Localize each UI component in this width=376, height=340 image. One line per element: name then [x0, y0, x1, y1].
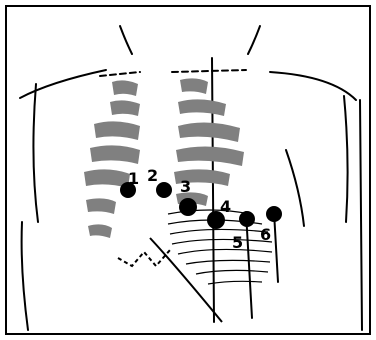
label-v5: 5	[232, 233, 243, 252]
rib-left-1	[112, 80, 138, 96]
label-v6: 6	[260, 225, 271, 244]
arm-left	[33, 84, 38, 222]
rib-right-1	[180, 78, 208, 94]
rib-right-2	[178, 99, 226, 116]
axillary-line-left	[22, 222, 28, 330]
chest-right-contour	[286, 150, 304, 226]
anterior-axillary-line	[246, 212, 252, 318]
electrode-v6	[266, 206, 282, 222]
midclavicular-line	[212, 58, 214, 322]
neck-left	[120, 26, 132, 54]
electrode-v5	[239, 211, 255, 227]
rib-left-7	[88, 224, 112, 238]
label-v4: 4	[220, 197, 231, 216]
rib-left-4	[90, 145, 140, 164]
neck-right	[248, 26, 260, 54]
electrode-v3	[179, 198, 197, 216]
mid-axillary-line	[274, 212, 278, 282]
rib-left-2	[110, 100, 140, 116]
electrodes	[120, 182, 282, 229]
label-v1: 1	[128, 169, 139, 188]
clavicle-left	[100, 72, 140, 76]
electrode-v2	[156, 182, 172, 198]
axillary-line-right	[360, 100, 362, 330]
shoulder-left	[20, 70, 106, 98]
rib-left-6	[86, 198, 116, 214]
rib-right-4	[176, 146, 244, 166]
label-v2: 2	[147, 166, 158, 185]
label-v3: 3	[180, 177, 191, 196]
arm-right	[344, 96, 348, 222]
clavicle-right	[172, 70, 246, 72]
rib-right-3	[178, 122, 240, 142]
rib-left-3	[94, 121, 140, 140]
